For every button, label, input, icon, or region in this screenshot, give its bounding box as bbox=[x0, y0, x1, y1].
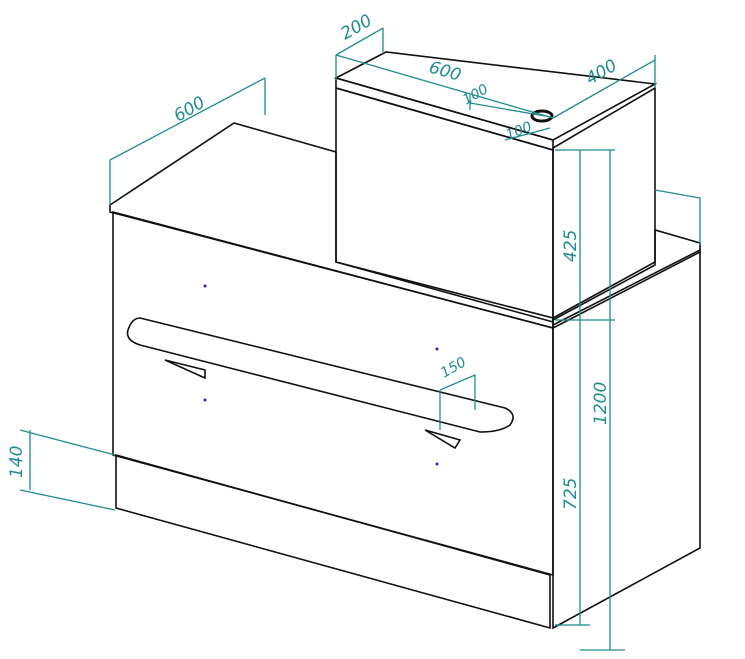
shelf-bracket-right bbox=[424, 429, 462, 450]
upper-right-side-panel bbox=[552, 86, 656, 322]
dim-shelf-depth: 150 bbox=[438, 354, 469, 381]
dim-upper-width: 600 bbox=[427, 58, 464, 86]
dim-total-height: 1200 bbox=[591, 382, 611, 425]
dim-lower-width: 600 bbox=[171, 93, 209, 127]
cable-grommet bbox=[530, 109, 554, 123]
dim-upper-height: 425 bbox=[561, 230, 581, 262]
shelf bbox=[126, 317, 514, 433]
dim-lower-height: 725 bbox=[561, 478, 581, 510]
dim-upper-depth: 200 bbox=[338, 11, 376, 45]
dim-plinth-height: 140 bbox=[7, 446, 27, 478]
plinth bbox=[115, 453, 551, 630]
shelf-bracket-left bbox=[164, 359, 206, 380]
dim-upper-side: 400 bbox=[583, 56, 621, 90]
lower-top-surface bbox=[109, 122, 554, 330]
lower-front-panel bbox=[112, 210, 554, 577]
dimension-lines bbox=[19, 27, 701, 651]
